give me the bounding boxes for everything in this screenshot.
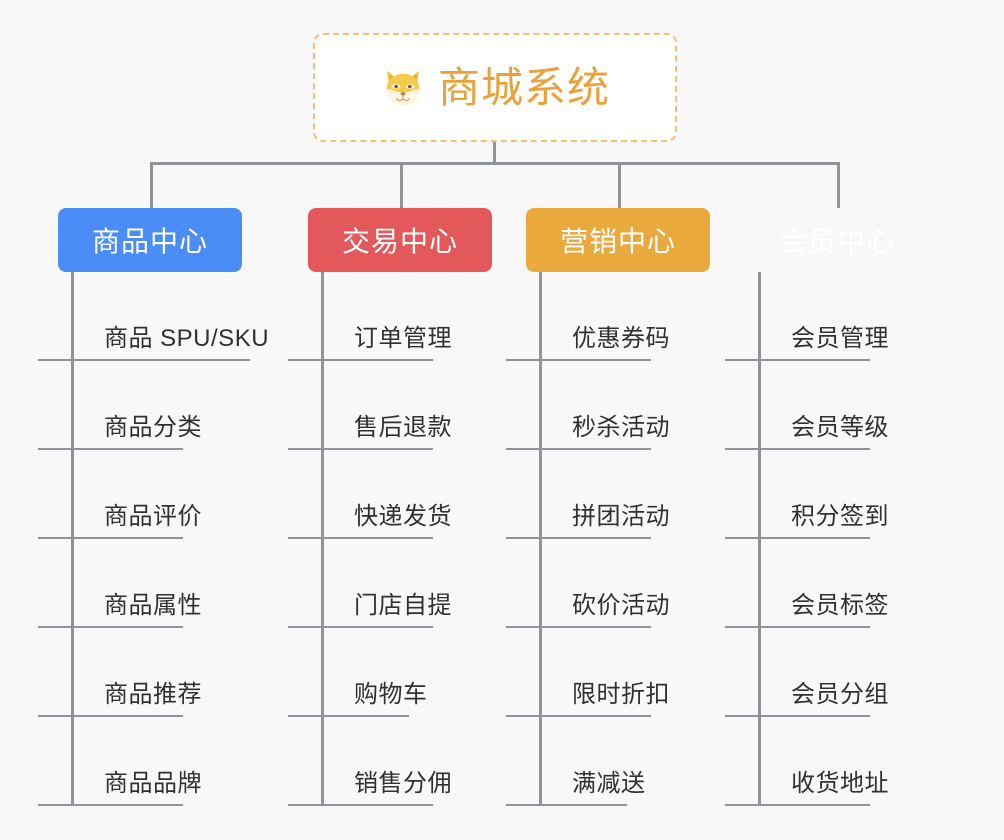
leaf-item[interactable]: 商品 SPU/SKU [38,272,270,361]
leaf-item-label: 商品推荐 [104,681,202,708]
leaf-item-label: 拼团活动 [572,503,670,530]
leaf-item-label: 商品属性 [104,592,202,619]
leaf-item-label: 商品分类 [104,414,202,441]
leaf-item[interactable]: 积分签到 [725,450,889,539]
category-node-2[interactable]: 营销中心 [526,208,710,272]
category-node-3[interactable]: 会员中心 [745,208,929,272]
leaf-item[interactable]: 限时折扣 [506,628,670,717]
leaf-item[interactable]: 商品分类 [38,361,269,450]
leaf-item-underline [38,448,183,450]
leaf-branch-3: 会员管理会员等级积分签到会员标签会员分组收货地址 [725,272,889,806]
leaf-item-label: 门店自提 [354,592,452,619]
connector-drop-member [837,162,840,208]
root-node-mall-system[interactable]: 商城系统 [313,33,677,142]
leaf-item-label: 砍价活动 [572,592,670,619]
category-label-0: 商品中心 [91,226,208,257]
leaf-item[interactable]: 会员管理 [725,272,889,361]
leaf-spine-0 [71,272,74,806]
category-label-1: 交易中心 [341,226,458,257]
leaf-item-underline [725,804,870,806]
connector-horizontal-bus [150,162,840,165]
leaf-branch-1: 订单管理售后退款快递发货门店自提购物车销售分佣 [288,272,452,806]
leaf-item-label: 会员标签 [791,592,889,619]
leaf-item-underline [506,537,651,539]
leaf-item-underline [725,448,870,450]
leaf-item-underline [38,804,183,806]
leaf-item[interactable]: 快递发货 [288,450,452,539]
leaf-item[interactable]: 门店自提 [288,539,452,628]
leaf-item[interactable]: 优惠券码 [506,272,670,361]
leaf-item[interactable]: 收货地址 [725,717,889,806]
leaf-item-underline [288,359,433,361]
category-label-3: 会员中心 [778,226,895,257]
leaf-item-label: 订单管理 [354,325,452,352]
leaf-item[interactable]: 商品品牌 [38,717,269,806]
leaf-item[interactable]: 商品属性 [38,539,269,628]
leaf-item-underline [288,626,433,628]
leaf-item[interactable]: 商品评价 [38,450,269,539]
leaf-item-label: 会员等级 [791,414,889,441]
leaf-item-underline [288,715,409,717]
leaf-item-label: 优惠券码 [572,325,670,352]
leaf-item[interactable]: 拼团活动 [506,450,670,539]
leaf-item-label: 快递发货 [354,503,452,530]
leaf-item-label: 售后退款 [354,414,452,441]
leaf-item[interactable]: 售后退款 [288,361,452,450]
category-node-1[interactable]: 交易中心 [308,208,492,272]
leaf-item-label: 购物车 [354,681,428,708]
leaf-item-label: 限时折扣 [572,681,670,708]
leaf-item[interactable]: 满减送 [506,717,670,806]
leaf-item[interactable]: 销售分佣 [288,717,452,806]
root-node-title: 商城系统 [437,63,610,111]
leaf-item-underline [38,537,183,539]
leaf-item[interactable]: 砍价活动 [506,539,670,628]
shiba-dog-face-icon [380,65,426,111]
leaf-item-underline [38,359,251,361]
leaf-item[interactable]: 订单管理 [288,272,452,361]
leaf-spine-2 [539,272,542,806]
leaf-item-label: 商品品牌 [104,770,202,797]
leaf-item-underline [38,715,183,717]
leaf-item[interactable]: 会员分组 [725,628,889,717]
leaf-item-underline [288,804,433,806]
leaf-item-underline [725,626,870,628]
leaf-item-label: 积分签到 [791,503,889,530]
leaf-item[interactable]: 会员等级 [725,361,889,450]
leaf-item-label: 满减送 [572,770,646,797]
leaf-spine-1 [321,272,324,806]
leaf-item[interactable]: 秒杀活动 [506,361,670,450]
leaf-item-underline [38,626,183,628]
leaf-item-underline [725,715,870,717]
leaf-item-underline [506,626,651,628]
leaf-branch-2: 优惠券码秒杀活动拼团活动砍价活动限时折扣满减送 [506,272,670,806]
leaf-item-underline [725,359,870,361]
leaf-item[interactable]: 会员标签 [725,539,889,628]
leaf-item-label: 收货地址 [791,770,889,797]
connector-drop-marketing [618,162,621,208]
connector-drop-product [150,162,153,208]
leaf-item[interactable]: 购物车 [288,628,452,717]
leaf-item-label: 会员分组 [791,681,889,708]
connector-drop-trade [400,162,403,208]
leaf-item-underline [506,804,627,806]
leaf-item-label: 会员管理 [791,325,889,352]
connector-root-stem [493,142,496,163]
category-label-2: 营销中心 [559,226,676,257]
leaf-item-label: 商品评价 [104,503,202,530]
leaf-item-underline [288,448,433,450]
leaf-branch-0: 商品 SPU/SKU 商品分类商品评价商品属性商品推荐商品品牌 [38,272,270,806]
leaf-item-underline [288,537,433,539]
leaf-item[interactable]: 商品推荐 [38,628,269,717]
leaf-item-underline [506,715,651,717]
leaf-spine-3 [758,272,761,806]
leaf-item-underline [506,448,651,450]
leaf-item-underline [506,359,651,361]
leaf-item-label: 商品 SPU/SKU [104,325,270,352]
leaf-item-label: 销售分佣 [354,770,452,797]
leaf-item-label: 秒杀活动 [572,414,670,441]
category-node-0[interactable]: 商品中心 [58,208,242,272]
leaf-item-underline [725,537,870,539]
